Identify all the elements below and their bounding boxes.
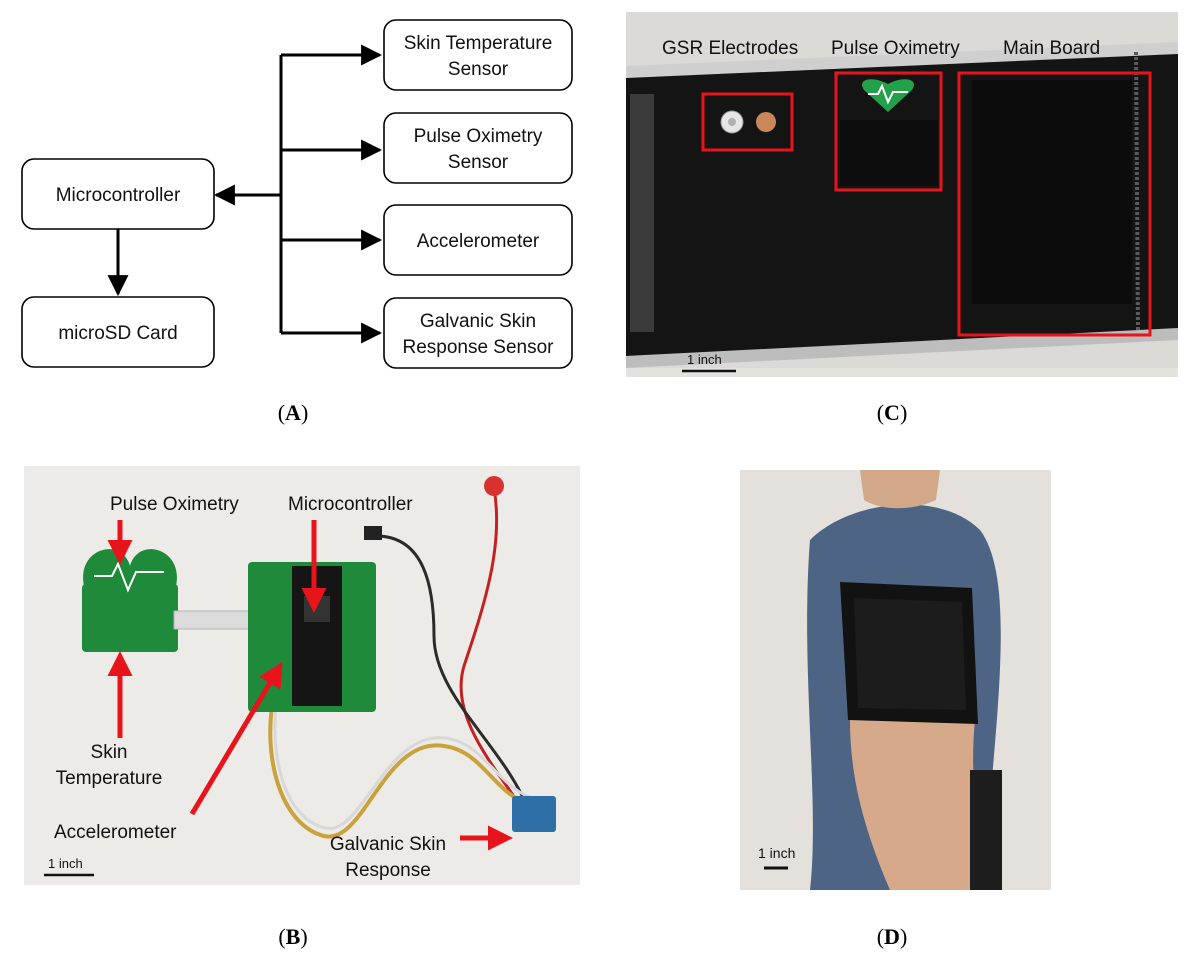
accelerometer-label: Accelerometer	[54, 822, 177, 843]
caption-d: (D)	[876, 924, 908, 949]
microsd-card-label: microSD Card	[58, 323, 177, 344]
diagram-connectors	[107, 44, 383, 344]
scale-bar-label: 1 inch	[758, 845, 795, 861]
pulse-oximetry-label: Pulse Oximetry	[831, 38, 960, 59]
galvanic-skin-response-label-line2: Response	[345, 860, 431, 881]
main-board-label: Main Board	[1003, 38, 1100, 59]
skin-temperature-label-line1: Skin	[91, 742, 128, 763]
pulse-oximetry-sensor-box: Pulse Oximetry Sensor	[383, 112, 573, 184]
galvanic-skin-response-sensor-box: Galvanic Skin Response Sensor	[383, 297, 573, 369]
microcontroller-label: Microcontroller	[288, 494, 413, 515]
sensor-label-line1: Skin Temperature	[404, 33, 553, 54]
sensor-label-line2: Sensor	[448, 152, 509, 173]
skin-temperature-label-line2: Temperature	[56, 768, 163, 789]
skin-temperature-sensor-box: Skin Temperature Sensor	[383, 19, 573, 91]
caption-b: (B)	[278, 924, 308, 949]
galvanic-skin-response-label-line1: Galvanic Skin	[330, 834, 446, 855]
gsr-electrodes-label: GSR Electrodes	[662, 38, 798, 59]
sensor-label-line1: Galvanic Skin	[420, 311, 536, 332]
panel-d-worn-armband-photo: 1 inch	[740, 470, 1051, 890]
panel-c-armband-photo: GSR Electrodes Pulse Oximetry Main Board…	[626, 12, 1178, 377]
microsd-card-box: microSD Card	[21, 296, 215, 368]
scale-bar-label: 1 inch	[48, 856, 83, 871]
accelerometer-box: Accelerometer	[383, 204, 573, 276]
pulse-oximetry-label: Pulse Oximetry	[110, 494, 239, 515]
sensor-label-line1: Accelerometer	[417, 231, 540, 252]
sensor-label-line2: Sensor	[448, 59, 509, 80]
caption-a: (A)	[277, 400, 309, 425]
panel-b-electronics-photo: Pulse Oximetry Microcontroller Skin Temp…	[24, 466, 580, 885]
microcontroller-box: Microcontroller	[21, 158, 215, 230]
panel-a-block-diagram: Microcontroller microSD Card Skin Temper…	[21, 19, 573, 369]
scale-bar-label: 1 inch	[687, 352, 722, 367]
caption-c: (C)	[876, 400, 908, 425]
sensor-label-line2: Response Sensor	[402, 337, 554, 358]
microcontroller-label: Microcontroller	[56, 185, 181, 206]
sensor-label-line1: Pulse Oximetry	[414, 126, 543, 147]
